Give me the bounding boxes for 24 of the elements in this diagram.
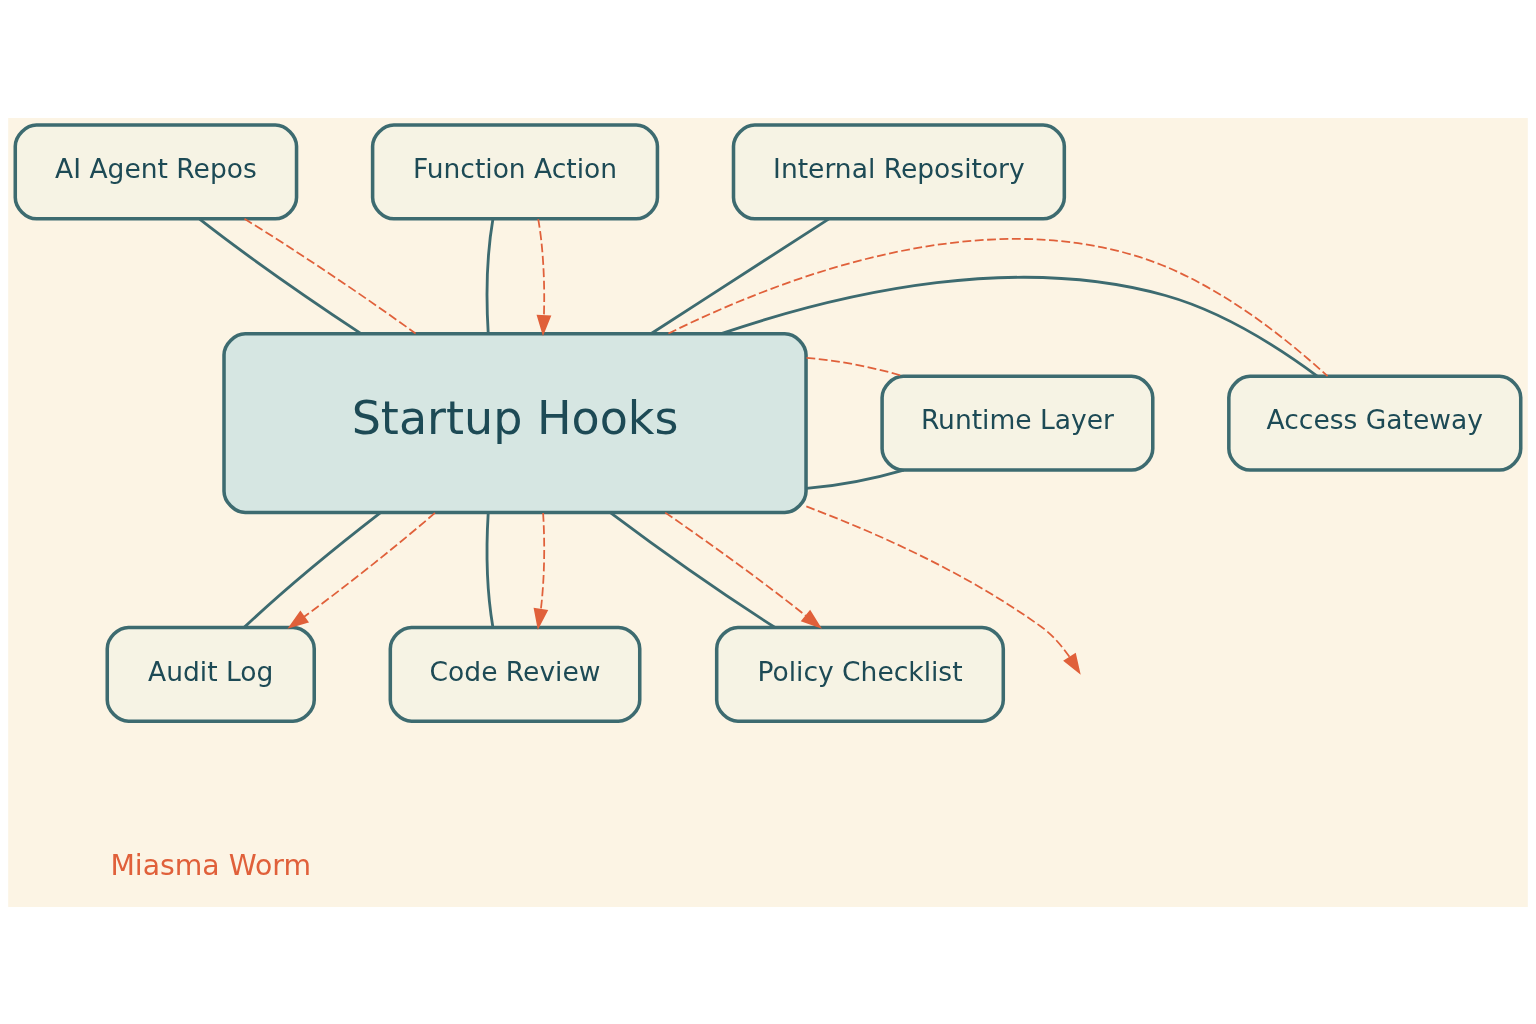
node-box: AI Agent Repos: [13, 122, 299, 221]
node-box: Audit Log: [105, 625, 316, 723]
connector: [243, 511, 382, 628]
node-box: Startup Hooks: [222, 331, 808, 514]
connector: [667, 237, 1329, 377]
connector: [485, 218, 495, 334]
node-box: Function Action: [370, 122, 660, 221]
connector: [243, 217, 417, 334]
arrow: [533, 511, 549, 630]
arrow: [287, 511, 436, 629]
connector: [650, 217, 830, 335]
node-box: Runtime Layer: [880, 374, 1155, 472]
node-box: Access Gateway: [1227, 374, 1523, 472]
arrow: [536, 217, 552, 336]
node-box: Code Review: [388, 625, 642, 723]
legend-label: Miasma Worm: [110, 848, 312, 882]
connector: [198, 217, 362, 335]
connector: [485, 512, 495, 627]
arrow: [805, 505, 1081, 675]
node-box: Internal Repository: [731, 122, 1067, 221]
connector: [806, 468, 905, 490]
node-box: Policy Checklist: [714, 625, 1006, 723]
connector: [720, 275, 1319, 377]
arrow: [664, 511, 822, 629]
